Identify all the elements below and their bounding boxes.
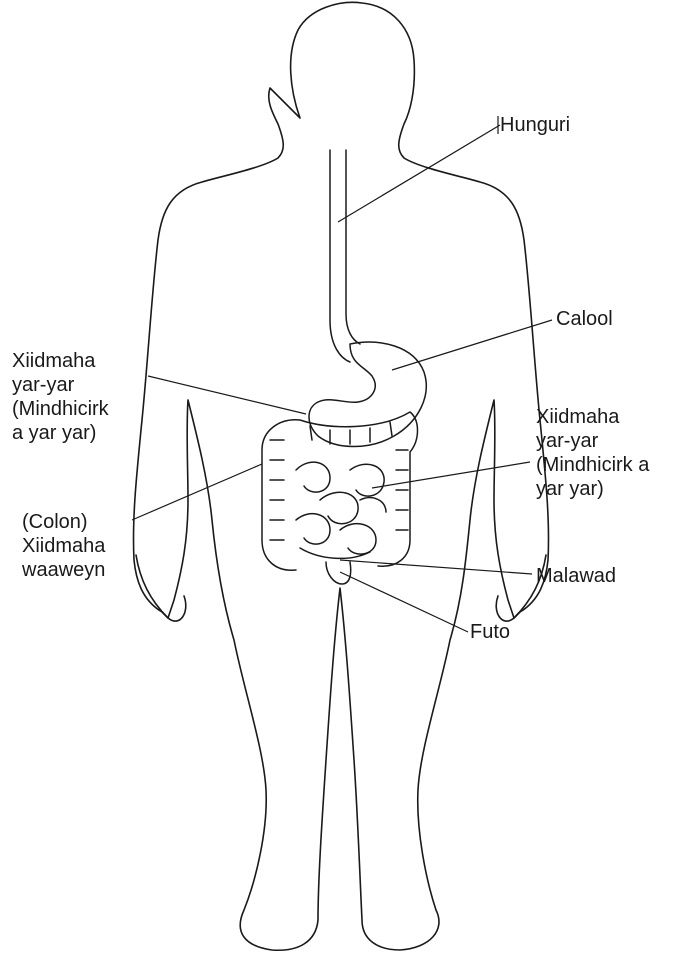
label-stomach: Calool (556, 307, 613, 331)
left-hand (136, 555, 186, 621)
stomach-leader (392, 320, 552, 370)
label-small-intestine-right: Xiidmaha yar-yar (Mindhicirk a yar yar) (536, 405, 649, 501)
esophagus-leader (338, 125, 500, 222)
colon-leader (132, 464, 262, 520)
esophagus-shape (330, 150, 350, 362)
rectum-shape (326, 562, 351, 584)
label-rectum: Malawad (536, 564, 616, 588)
small-intestine-left-leader (148, 376, 306, 414)
anus-leader (340, 572, 468, 632)
esophagus-shape-inner (346, 150, 360, 344)
stomach-shape (309, 342, 426, 446)
small-intestine-shape (296, 462, 386, 558)
label-anus: Futo (470, 620, 510, 644)
body-outline (133, 2, 548, 950)
label-colon: (Colon) Xiidmaha waaweyn (22, 510, 105, 582)
rectum-leader (340, 560, 532, 574)
small-intestine-right-leader (372, 462, 530, 488)
label-esophagus: Hunguri (500, 113, 570, 137)
label-small-intestine-left: Xiidmaha yar-yar (Mindhicirk a yar yar) (12, 349, 109, 445)
